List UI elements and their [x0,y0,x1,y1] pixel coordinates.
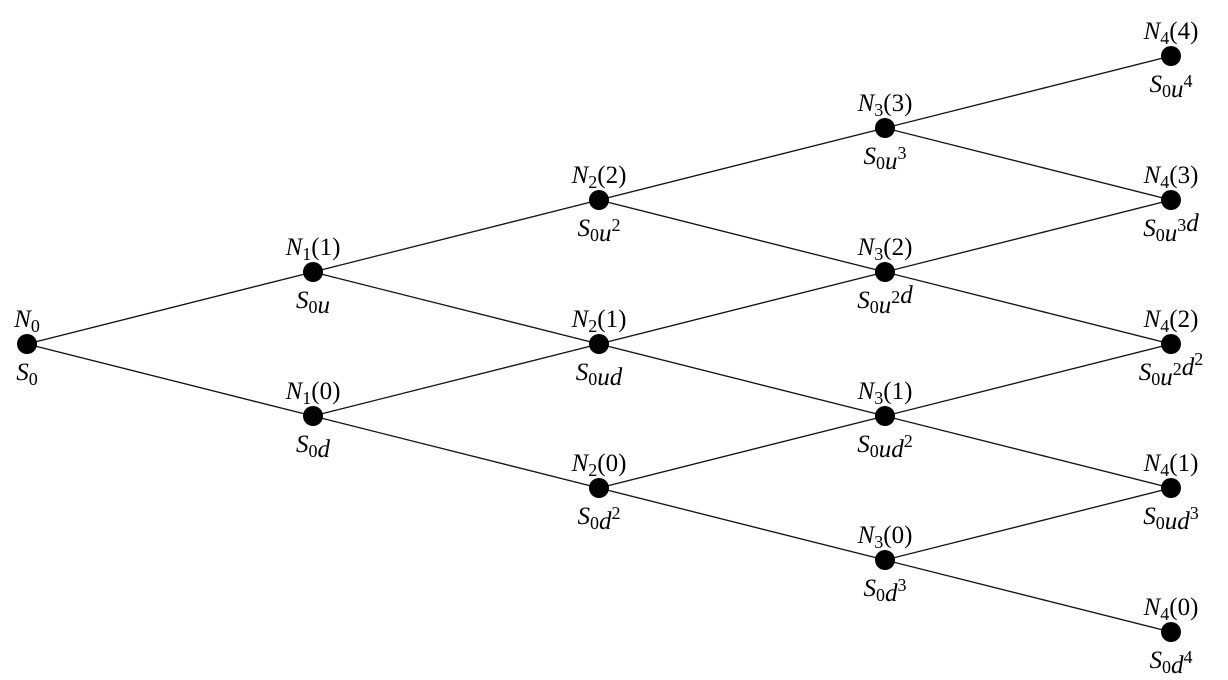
node-dot-1-0 [303,406,323,426]
node-value-4-1: S0ud3 [1143,503,1199,535]
node-dot-4-3 [1161,190,1181,210]
node-label-2-1: N2(1) [571,306,627,336]
node-value-4-0: S0d4 [1150,647,1193,679]
edge-1-0-up [312,343,600,417]
node-label-4-3: N4(3) [1143,162,1199,192]
node-value-2-2: S0u2 [578,215,621,247]
edge-3-3-up [884,55,1172,129]
node-value-4-3: S0u3d [1143,210,1199,247]
node-dot-2-1 [589,334,609,354]
node-label-4-2: N4(2) [1143,306,1199,336]
node-label-2-2: N2(2) [571,162,627,192]
node-label-0-0: N0 [13,306,40,336]
node-dot-4-2 [1161,334,1181,354]
node-value-4-2: S0u2d2 [1139,349,1204,391]
node-dot-4-4 [1161,46,1181,66]
node-label-4-4: N4(4) [1143,18,1199,48]
edge-2-2-up [598,127,886,201]
node-dot-2-2 [589,190,609,210]
edge-3-0-down [884,559,1172,633]
node-value-1-0: S0d [296,431,331,463]
node-label-3-0: N3(0) [857,522,913,552]
edge-3-0-up [884,487,1172,561]
node-dot-4-1 [1161,478,1181,498]
node-label-4-0: N4(0) [1143,594,1199,624]
edge-1-1-up [312,199,600,273]
edge-2-0-down [598,487,886,561]
edge-1-1-down [312,271,600,345]
node-dot-3-1 [875,406,895,426]
node-dot-3-2 [875,262,895,282]
node-dot-0-0 [17,334,37,354]
node-value-2-0: S0d2 [578,503,621,535]
edge-2-1-down [598,343,886,417]
node-label-1-1: N1(1) [285,234,341,264]
edge-3-1-up [884,343,1172,417]
edge-1-0-down [312,415,600,489]
tree-edges [26,55,1172,633]
node-value-3-3: S0u3 [864,143,907,175]
edge-3-1-down [884,415,1172,489]
node-value-1-1: S0u [296,287,330,319]
node-label-3-2: N3(2) [857,234,913,264]
node-dot-1-1 [303,262,323,282]
node-dot-3-0 [875,550,895,570]
node-label-3-1: N3(1) [857,378,913,408]
edge-3-2-up [884,199,1172,273]
node-value-3-0: S0d3 [864,575,907,607]
node-value-2-1: S0ud [576,359,623,391]
tree-nodes [17,46,1181,642]
edge-2-2-down [598,199,886,273]
node-dot-3-3 [875,118,895,138]
node-label-1-0: N1(0) [285,378,341,408]
node-label-3-3: N3(3) [857,90,913,120]
node-value-3-1: S0ud2 [857,431,913,463]
edge-2-1-up [598,271,886,345]
node-dot-4-0 [1161,622,1181,642]
edge-0-0-up [26,271,314,345]
node-value-0-0: S0 [16,359,38,389]
node-value-3-2: S0u2d [857,282,913,319]
edge-0-0-down [26,343,314,417]
edge-2-0-up [598,415,886,489]
edge-3-3-down [884,127,1172,201]
node-value-4-4: S0u4 [1150,71,1193,103]
node-dot-2-0 [589,478,609,498]
node-label-2-0: N2(0) [571,450,627,480]
node-label-4-1: N4(1) [1143,450,1199,480]
edge-3-2-down [884,271,1172,345]
